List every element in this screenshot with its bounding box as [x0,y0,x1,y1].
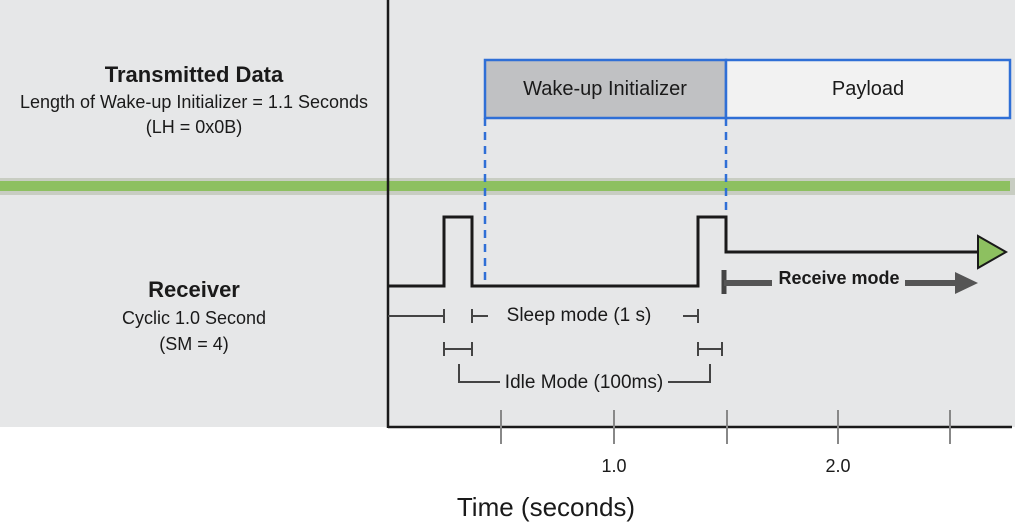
tick-label-1: 1.0 [601,456,626,476]
sleep-mode-label: Sleep mode (1 s) [507,305,652,326]
x-axis-label: Time (seconds) [457,492,635,522]
receive-arrowhead-icon [955,272,978,294]
divider-line [0,181,1010,191]
idle-mode-label: Idle Mode (100ms) [505,372,663,393]
tick-label-2: 2.0 [825,456,850,476]
wakeup-label: Wake-up Initializer [523,78,687,100]
receiver-cyclic: Cyclic 1.0 Second [122,308,266,328]
green-arrowhead-icon [977,234,1009,270]
receiver-waveform [388,215,985,288]
bottom-panel [0,195,1015,427]
transmitted-title: Transmitted Data [105,62,284,87]
transmitted-length: Length of Wake-up Initializer = 1.1 Seco… [20,92,368,112]
receiver-sm: (SM = 4) [159,334,229,354]
payload-block [724,58,1012,120]
idle-bracket [458,364,500,383]
sleep-markers [388,309,699,323]
idle-bracket [668,364,711,383]
tick-marks [500,410,951,444]
payload-label: Payload [832,78,904,100]
receive-mode-label: Receive mode [778,268,899,288]
transmitted-lh: (LH = 0x0B) [146,117,243,137]
idle-markers [443,342,723,356]
receiver-title: Receiver [148,277,240,302]
